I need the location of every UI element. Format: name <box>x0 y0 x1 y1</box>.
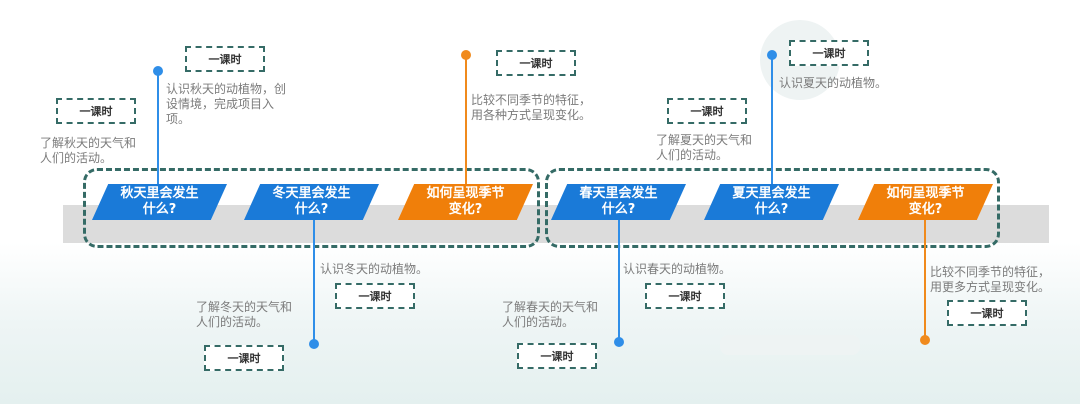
topic-label-line2: 什么? <box>601 202 636 217</box>
topic-label-line1: 如何呈现季节 <box>426 186 505 201</box>
desc-line: 认识秋天的动植物，创 <box>166 82 287 96</box>
topic-label-line1: 如何呈现季节 <box>886 186 965 201</box>
lesson-box: 一课时 <box>185 46 265 72</box>
topic-label-line2: 变化? <box>448 202 483 217</box>
topic-autumn: 秋天里会发生什么? <box>92 184 227 220</box>
lesson-box: 一课时 <box>517 343 597 369</box>
desc-line: 认识冬天的动植物。 <box>320 262 429 276</box>
connector-line <box>924 220 926 340</box>
group-box-left <box>83 168 540 248</box>
connector-dot <box>461 50 471 60</box>
lesson-box: 一课时 <box>667 98 747 124</box>
desc-line: 项。 <box>166 112 191 126</box>
topic-label-line2: 变化? <box>908 202 943 217</box>
desc-spring-animals: 认识春天的动植物。 <box>623 262 731 277</box>
desc-winter-weather: 了解冬天的天气和 人们的活动。 <box>196 300 292 330</box>
desc-season-compare-2: 比较不同季节的特征， 用更多方式呈现变化。 <box>930 265 1050 295</box>
topic-spring: 春天里会发生什么? <box>551 184 686 220</box>
connector-line <box>313 220 315 344</box>
desc-line: 了解夏天的天气和 <box>656 133 753 147</box>
desc-line: 人们的活动。 <box>656 148 729 162</box>
topic-summer: 夏天里会发生什么? <box>704 184 839 220</box>
topic-label-line1: 春天里会发生 <box>579 186 658 201</box>
desc-winter-animals: 认识冬天的动植物。 <box>320 262 428 277</box>
connector-dot <box>767 50 777 60</box>
desc-summer-weather: 了解夏天的天气和 人们的活动。 <box>656 133 752 163</box>
topic-season-change-2: 如何呈现季节变化? <box>858 184 993 220</box>
desc-autumn-weather: 了解秋天的天气和 人们的活动。 <box>40 136 136 166</box>
connector-dot <box>153 66 163 76</box>
topic-winter: 冬天里会发生什么? <box>244 184 379 220</box>
topic-season-change-1: 如何呈现季节变化? <box>398 184 533 220</box>
desc-line: 认识春天的动植物。 <box>623 262 732 276</box>
connector-dot <box>920 335 930 345</box>
desc-line: 认识夏天的动植物。 <box>779 76 888 90</box>
connector-line <box>465 56 467 184</box>
background-decoration <box>720 335 860 355</box>
topic-label-line2: 什么? <box>142 202 177 217</box>
lesson-box: 一课时 <box>204 345 284 371</box>
lesson-box: 一课时 <box>335 283 415 309</box>
connector-dot <box>309 339 319 349</box>
desc-line: 人们的活动。 <box>502 315 575 329</box>
topic-label-line1: 秋天里会发生 <box>120 186 199 201</box>
desc-autumn-animals: 认识秋天的动植物，创 设情境，完成项目入 项。 <box>166 82 286 127</box>
lesson-box: 一课时 <box>789 40 869 66</box>
desc-line: 用更多方式呈现变化。 <box>930 280 1051 294</box>
topic-label-line1: 夏天里会发生 <box>732 186 811 201</box>
desc-line: 比较不同季节的特征， <box>471 93 592 107</box>
desc-line: 了解冬天的天气和 <box>196 300 293 314</box>
lesson-box: 一课时 <box>947 300 1027 326</box>
topic-label-line2: 什么? <box>754 202 789 217</box>
desc-line: 了解秋天的天气和 <box>40 136 137 150</box>
desc-line: 设情境，完成项目入 <box>166 97 275 111</box>
connector-line <box>771 56 773 184</box>
desc-line: 人们的活动。 <box>40 151 113 165</box>
desc-spring-weather: 了解春天的天气和 人们的活动。 <box>502 300 598 330</box>
topic-label-line2: 什么? <box>294 202 329 217</box>
desc-summer-animals: 认识夏天的动植物。 <box>779 76 887 91</box>
connector-line <box>618 220 620 342</box>
connector-line <box>157 72 159 184</box>
topic-label-line1: 冬天里会发生 <box>272 186 351 201</box>
desc-line: 了解春天的天气和 <box>502 300 599 314</box>
lesson-box: 一课时 <box>645 283 725 309</box>
desc-line: 比较不同季节的特征， <box>930 265 1051 279</box>
connector-dot <box>614 337 624 347</box>
desc-season-compare-1: 比较不同季节的特征， 用各种方式呈现变化。 <box>471 93 591 123</box>
desc-line: 人们的活动。 <box>196 315 269 329</box>
lesson-box: 一课时 <box>56 98 136 124</box>
desc-line: 用各种方式呈现变化。 <box>471 108 592 122</box>
lesson-box: 一课时 <box>496 50 576 76</box>
